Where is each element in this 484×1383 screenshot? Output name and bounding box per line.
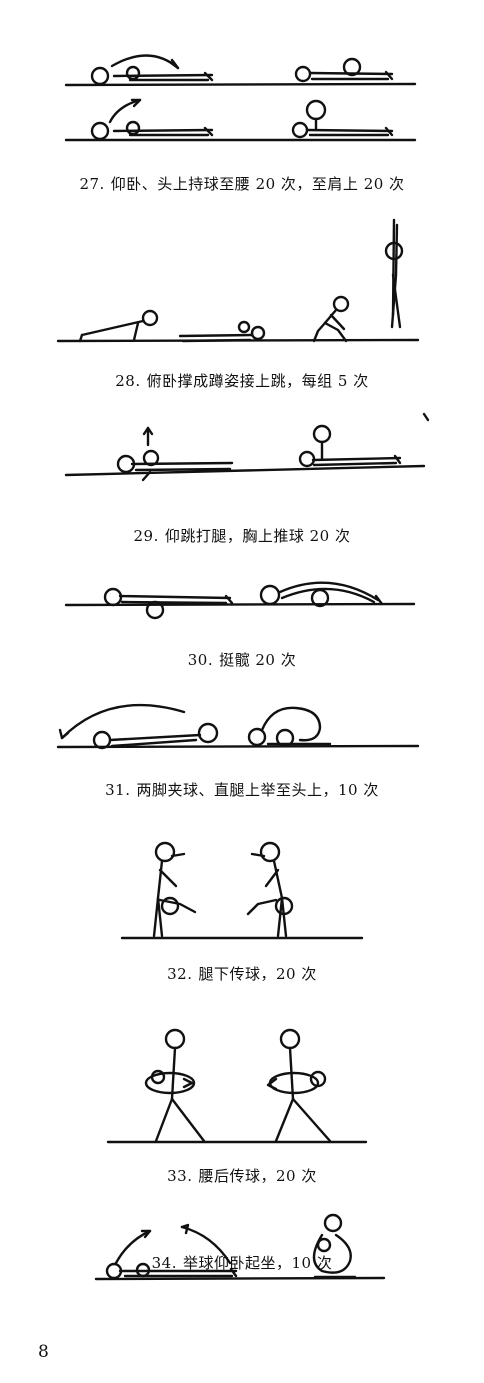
exercise-number: 32. <box>167 965 193 983</box>
exercise-text: 两脚夹球、直腿上举至头上，10 次 <box>136 781 379 799</box>
exercise-number: 30. <box>187 651 214 669</box>
ground-line <box>66 466 424 475</box>
head <box>293 123 307 137</box>
exercise-29-caption: 29. 仰跳打腿，胸上推球 20 次 <box>0 525 484 546</box>
ground-line <box>58 746 418 747</box>
exercise-number: 31. <box>105 781 131 799</box>
head <box>156 843 174 861</box>
ball <box>92 68 108 84</box>
exercise-text: 腿下传球，20 次 <box>198 965 317 983</box>
ball <box>162 898 178 914</box>
head <box>143 311 157 325</box>
exercise-number: 33. <box>167 1167 193 1185</box>
exercise-32-caption: 32. 腿下传球，20 次 <box>0 963 484 984</box>
head <box>166 1030 184 1048</box>
exercise-text: 挺髋 20 次 <box>219 651 297 669</box>
head <box>296 67 310 81</box>
head <box>261 586 279 604</box>
exercise-29-illustration <box>0 400 484 500</box>
head <box>105 589 121 605</box>
exercise-text: 仰卧、头上持球至腰 20 次，至肩上 20 次 <box>110 175 405 193</box>
head <box>334 297 348 311</box>
exercise-34-illustration <box>0 1205 484 1295</box>
ball <box>277 730 293 746</box>
exercise-27-caption: 27. 仰卧、头上持球至腰 20 次，至肩上 20 次 <box>0 173 484 194</box>
exercise-28-illustration <box>0 215 484 350</box>
exercise-number: 28. <box>115 372 141 390</box>
ball <box>344 59 360 75</box>
ball <box>92 123 108 139</box>
ball <box>276 898 292 914</box>
exercise-text: 腰后传球，20 次 <box>198 1167 317 1185</box>
ball <box>325 1215 341 1231</box>
exercise-number: 27. <box>79 175 105 193</box>
head <box>127 67 139 79</box>
head <box>249 729 265 745</box>
exercise-28-caption: 28. 俯卧撑成蹲姿接上跳，每组 5 次 <box>0 370 484 391</box>
page-number: 8 <box>38 1342 49 1362</box>
ball <box>314 426 330 442</box>
exercise-30-caption: 30. 挺髋 20 次 <box>0 649 484 670</box>
exercise-text: 仰跳打腿，胸上推球 20 次 <box>164 527 351 545</box>
ground-line <box>66 84 415 85</box>
exercise-text: 举球仰卧起坐，10 次 <box>183 1254 333 1272</box>
exercise-31-illustration <box>0 680 484 770</box>
exercise-number: 34. <box>151 1254 177 1272</box>
exercise-number: 29. <box>133 527 159 545</box>
exercise-33-caption: 33. 腰后传球，20 次 <box>0 1165 484 1186</box>
exercise-32-illustration <box>0 830 484 950</box>
exercise-30-illustration <box>0 560 484 640</box>
head <box>300 452 314 466</box>
exercise-31-caption: 31. 两脚夹球、直腿上举至头上，10 次 <box>0 779 484 800</box>
ball <box>199 724 217 742</box>
head <box>261 843 279 861</box>
exercise-33-illustration <box>0 1015 484 1155</box>
ball <box>311 1072 325 1086</box>
exercise-text: 俯卧撑成蹲姿接上跳，每组 5 次 <box>146 372 369 390</box>
head <box>252 327 264 339</box>
exercise-34-caption: 34. 举球仰卧起坐，10 次 <box>0 1252 484 1273</box>
ball <box>152 1071 164 1083</box>
ground-line <box>66 604 414 605</box>
exercise-27-illustration <box>0 0 484 170</box>
head <box>94 732 110 748</box>
ball <box>239 322 249 332</box>
head <box>127 122 139 134</box>
head <box>281 1030 299 1048</box>
ball <box>307 101 325 119</box>
